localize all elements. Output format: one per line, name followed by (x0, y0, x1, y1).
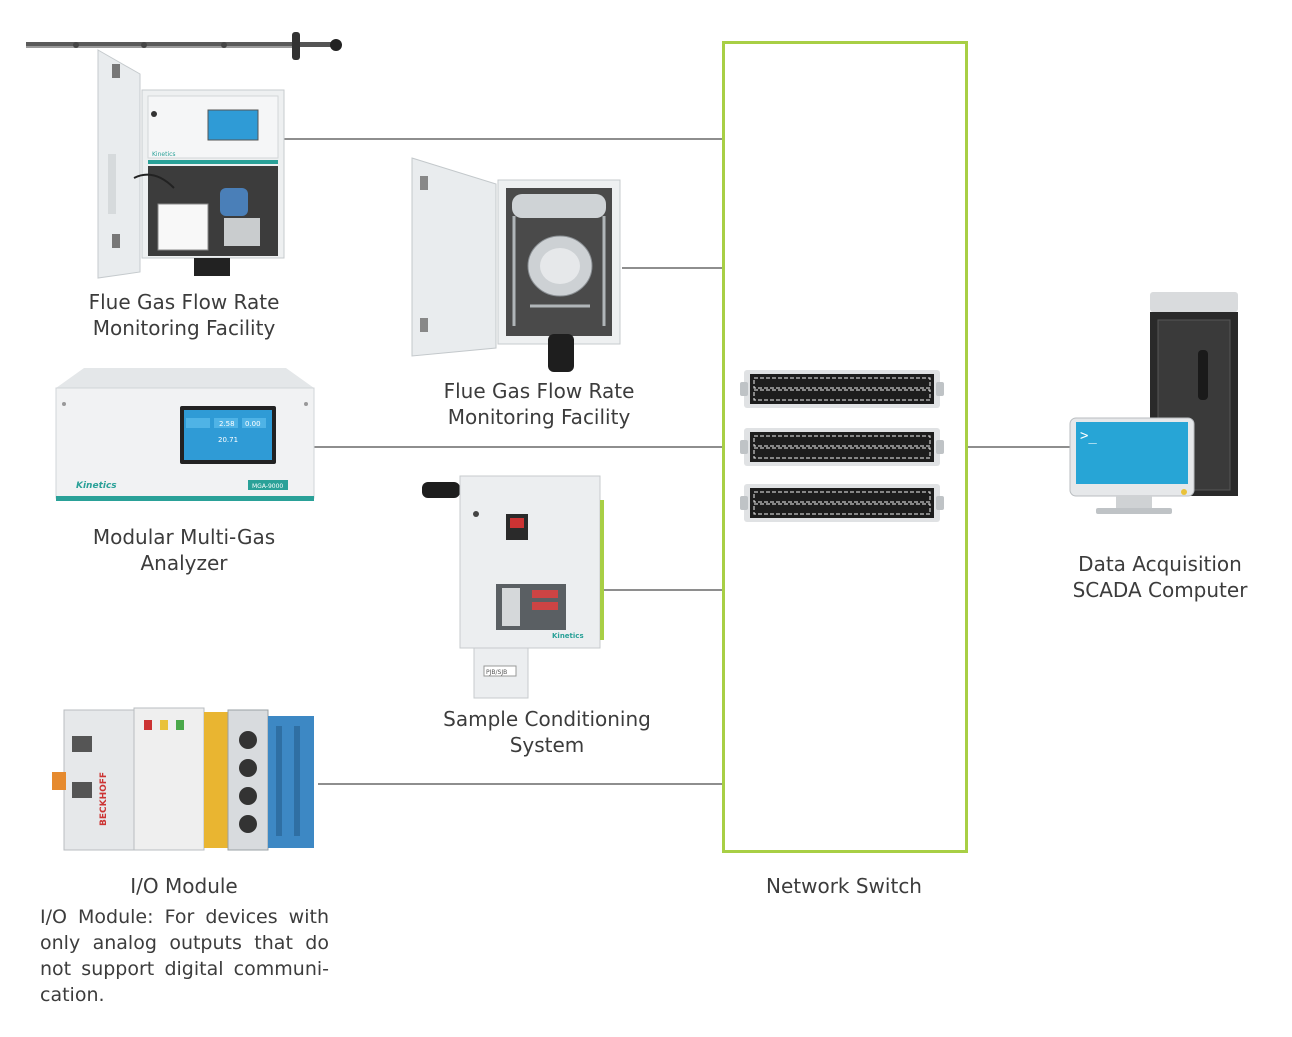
scada-prompt-icon: >_ (1080, 428, 1097, 444)
analyzer-screen-value-3: 20.71 (218, 436, 238, 444)
connector-sample-conditioning (603, 589, 724, 591)
analyzer-screen-value-2: 0.00 (245, 420, 261, 428)
flow-monitor-2-image (411, 157, 621, 372)
gas-analyzer-image: 2.58 0.00 20.71 Kinetics MGA-9000 (55, 368, 315, 501)
sample-conditioning-label: Sample Conditioning System (443, 707, 651, 757)
connector-flow-monitor-2 (622, 267, 724, 269)
ports-row-1 (753, 377, 931, 401)
flow-monitor-2-label: Flue Gas Flow Rate Monitoring Facility (443, 379, 635, 429)
scada-label: Data Acquisition SCADA Computer (1072, 552, 1248, 602)
connector-scada (965, 446, 1072, 448)
io-brand: BECKHOFF (99, 772, 109, 826)
io-module-description: I/O Module: For devices with only analog… (40, 906, 329, 1006)
io-module-label: I/O Module (130, 874, 238, 898)
analyzer-model: MGA-9000 (252, 483, 283, 490)
analyzer-brand: Kinetics (76, 481, 117, 491)
connector-flow-monitor-1 (284, 138, 724, 140)
flow-monitor-1-image: Kinetics (26, 32, 342, 279)
gas-analyzer-label: Modular Multi-Gas Analyzer (92, 525, 276, 575)
network-switch-box (722, 41, 968, 853)
network-switch-label: Network Switch (766, 874, 922, 898)
connector-io-module (318, 783, 724, 785)
connector-gas-analyzer (314, 446, 724, 448)
sample-box-tag: PJB/SJB (486, 669, 507, 676)
analyzer-screen-value-1: 2.58 (219, 420, 235, 428)
scada-computer-image: >_ (1069, 292, 1238, 514)
sample-conditioning-image: Kinetics PJB/SJB (422, 475, 604, 699)
flow-monitor-1-label: Flue Gas Flow Rate Monitoring Facility (88, 290, 280, 340)
sample-brand: Kinetics (552, 632, 584, 640)
network-switch-image (740, 370, 944, 522)
io-module-image: BECKHOFF (52, 707, 314, 851)
flow-monitor-1-brand: Kinetics (152, 151, 176, 158)
